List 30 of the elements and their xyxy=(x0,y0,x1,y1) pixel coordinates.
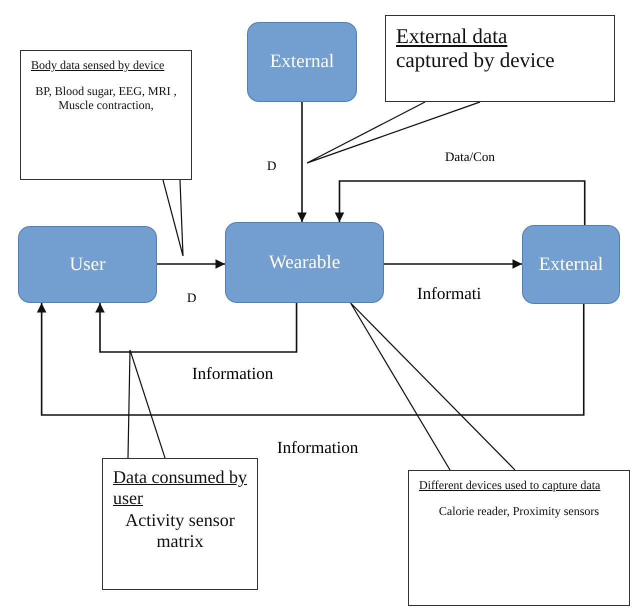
arrow xyxy=(157,259,225,269)
leader-line xyxy=(162,179,184,257)
arrow xyxy=(384,259,522,269)
callout-text: Calorie reader, Proximity sensors xyxy=(438,504,600,519)
callout-text: captured by device xyxy=(396,48,556,72)
callout-text: Activity sensor matrix xyxy=(124,510,236,552)
node-label: External xyxy=(270,51,334,73)
leader-line xyxy=(350,302,516,471)
process-box xyxy=(225,222,384,303)
callout-box xyxy=(102,458,258,590)
callout-box xyxy=(385,15,615,102)
callout-box xyxy=(408,470,630,606)
leader-line xyxy=(127,349,166,459)
node-label: User xyxy=(70,254,106,276)
node-label: External xyxy=(538,254,604,276)
process-box xyxy=(247,22,357,102)
callout-heading: Different devices used to capture data xyxy=(419,479,602,493)
callout-box xyxy=(20,50,192,180)
arrow xyxy=(297,102,307,222)
arrow xyxy=(334,180,586,225)
leader-line xyxy=(306,101,481,164)
arrow xyxy=(36,303,585,416)
callout-heading: Body data sensed by device xyxy=(31,59,166,73)
process-box xyxy=(522,225,620,304)
node-label: Wearable xyxy=(268,252,340,274)
callout-heading: Data consumed by user xyxy=(113,467,247,508)
callout-heading: External data xyxy=(396,24,508,48)
process-box xyxy=(18,226,157,303)
callout-text: BP, Blood sugar, EEG, MRI , Muscle contraction, xyxy=(34,84,178,112)
arrow xyxy=(95,303,298,353)
